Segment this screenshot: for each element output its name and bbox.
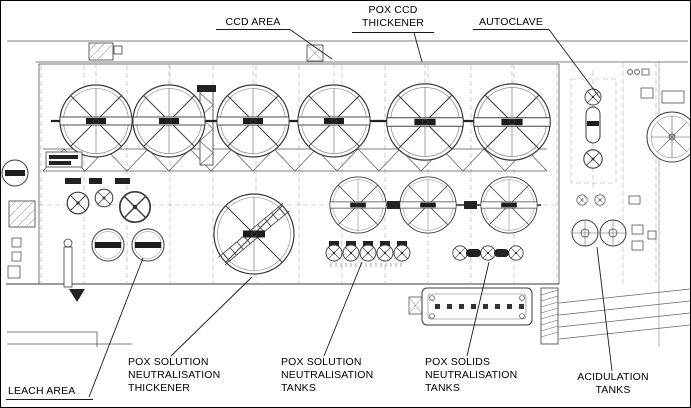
callout-acidulation-tanks: ACIDULATION TANKS [577, 371, 649, 396]
leach-tank-1 [91, 228, 125, 262]
callout-leach-area: LEACH AREA [8, 385, 76, 397]
autoclave-area [576, 88, 641, 206]
solids-tank-1 [452, 245, 468, 261]
row2-thickener-2 [399, 176, 457, 234]
callout-autoclave: AUTOCLAVE [479, 16, 543, 28]
leach-area-cluster [45, 151, 165, 262]
ccd-thickener-1 [59, 84, 133, 158]
ccd-thickener-4 [297, 84, 371, 158]
pox-ccd-thickener-1 [386, 83, 464, 161]
east-utilities [627, 68, 690, 163]
solution-tank-5 [393, 244, 411, 262]
leader-lines [6, 29, 613, 400]
southeast-structures [540, 287, 690, 345]
acidulation-tank-1 [571, 219, 599, 247]
south-building [408, 287, 533, 326]
solution-tank-3 [359, 244, 377, 262]
acidulation-tank-2 [599, 219, 627, 247]
west-edge-details [1, 159, 85, 302]
solids-tank-3 [508, 245, 524, 261]
pox-solution-neutralisation-tank-row [325, 241, 411, 267]
ccd-thickener-3 [216, 84, 290, 158]
solids-tank-2 [480, 245, 496, 261]
callout-pox-solution-neutralisation-thickener: POX SOLUTION NEUTRALISATION THICKENER [128, 356, 221, 394]
row2-thickener-1 [329, 176, 387, 234]
flash-vessel-2 [594, 194, 606, 206]
leach-tank-medium [118, 190, 152, 224]
pox-solution-neutralisation-thickener [213, 193, 295, 275]
leach-tank-small-2 [94, 188, 114, 208]
callout-pox-ccd-thickener: POX CCD THICKENER [361, 4, 425, 29]
stockpile-cone [69, 289, 85, 302]
pox-ccd-thickener-2 [473, 83, 551, 161]
north-strip-structures [88, 42, 324, 62]
acidulation-tank-row [571, 219, 657, 251]
row2-thickener-3 [480, 176, 538, 234]
callout-pox-solution-neutralisation-tanks: POX SOLUTION NEUTRALISATION TANKS [281, 356, 374, 394]
large-tank-east [646, 111, 690, 163]
thickener-row-2 [329, 176, 538, 234]
site-boundary [6, 40, 688, 347]
autoclave-discharge-tank [583, 149, 603, 169]
autoclave-feed-tank [584, 88, 602, 106]
leach-tank-small-1 [66, 191, 90, 215]
flash-vessel-1 [576, 194, 588, 206]
solution-tank-2 [342, 244, 360, 262]
callout-pox-solids-neutralisation-tanks: POX SOLIDS NEUTRALISATION TANKS [425, 356, 518, 394]
pipe-rack-truss [42, 148, 548, 172]
pox-solids-neutralisation-tank-row [452, 245, 524, 261]
solution-tank-1 [325, 244, 343, 262]
ccd-thickener-2 [132, 84, 206, 158]
leach-tank-2 [131, 228, 165, 262]
callout-ccd-area: CCD AREA [225, 16, 281, 28]
solution-tank-4 [376, 244, 394, 262]
